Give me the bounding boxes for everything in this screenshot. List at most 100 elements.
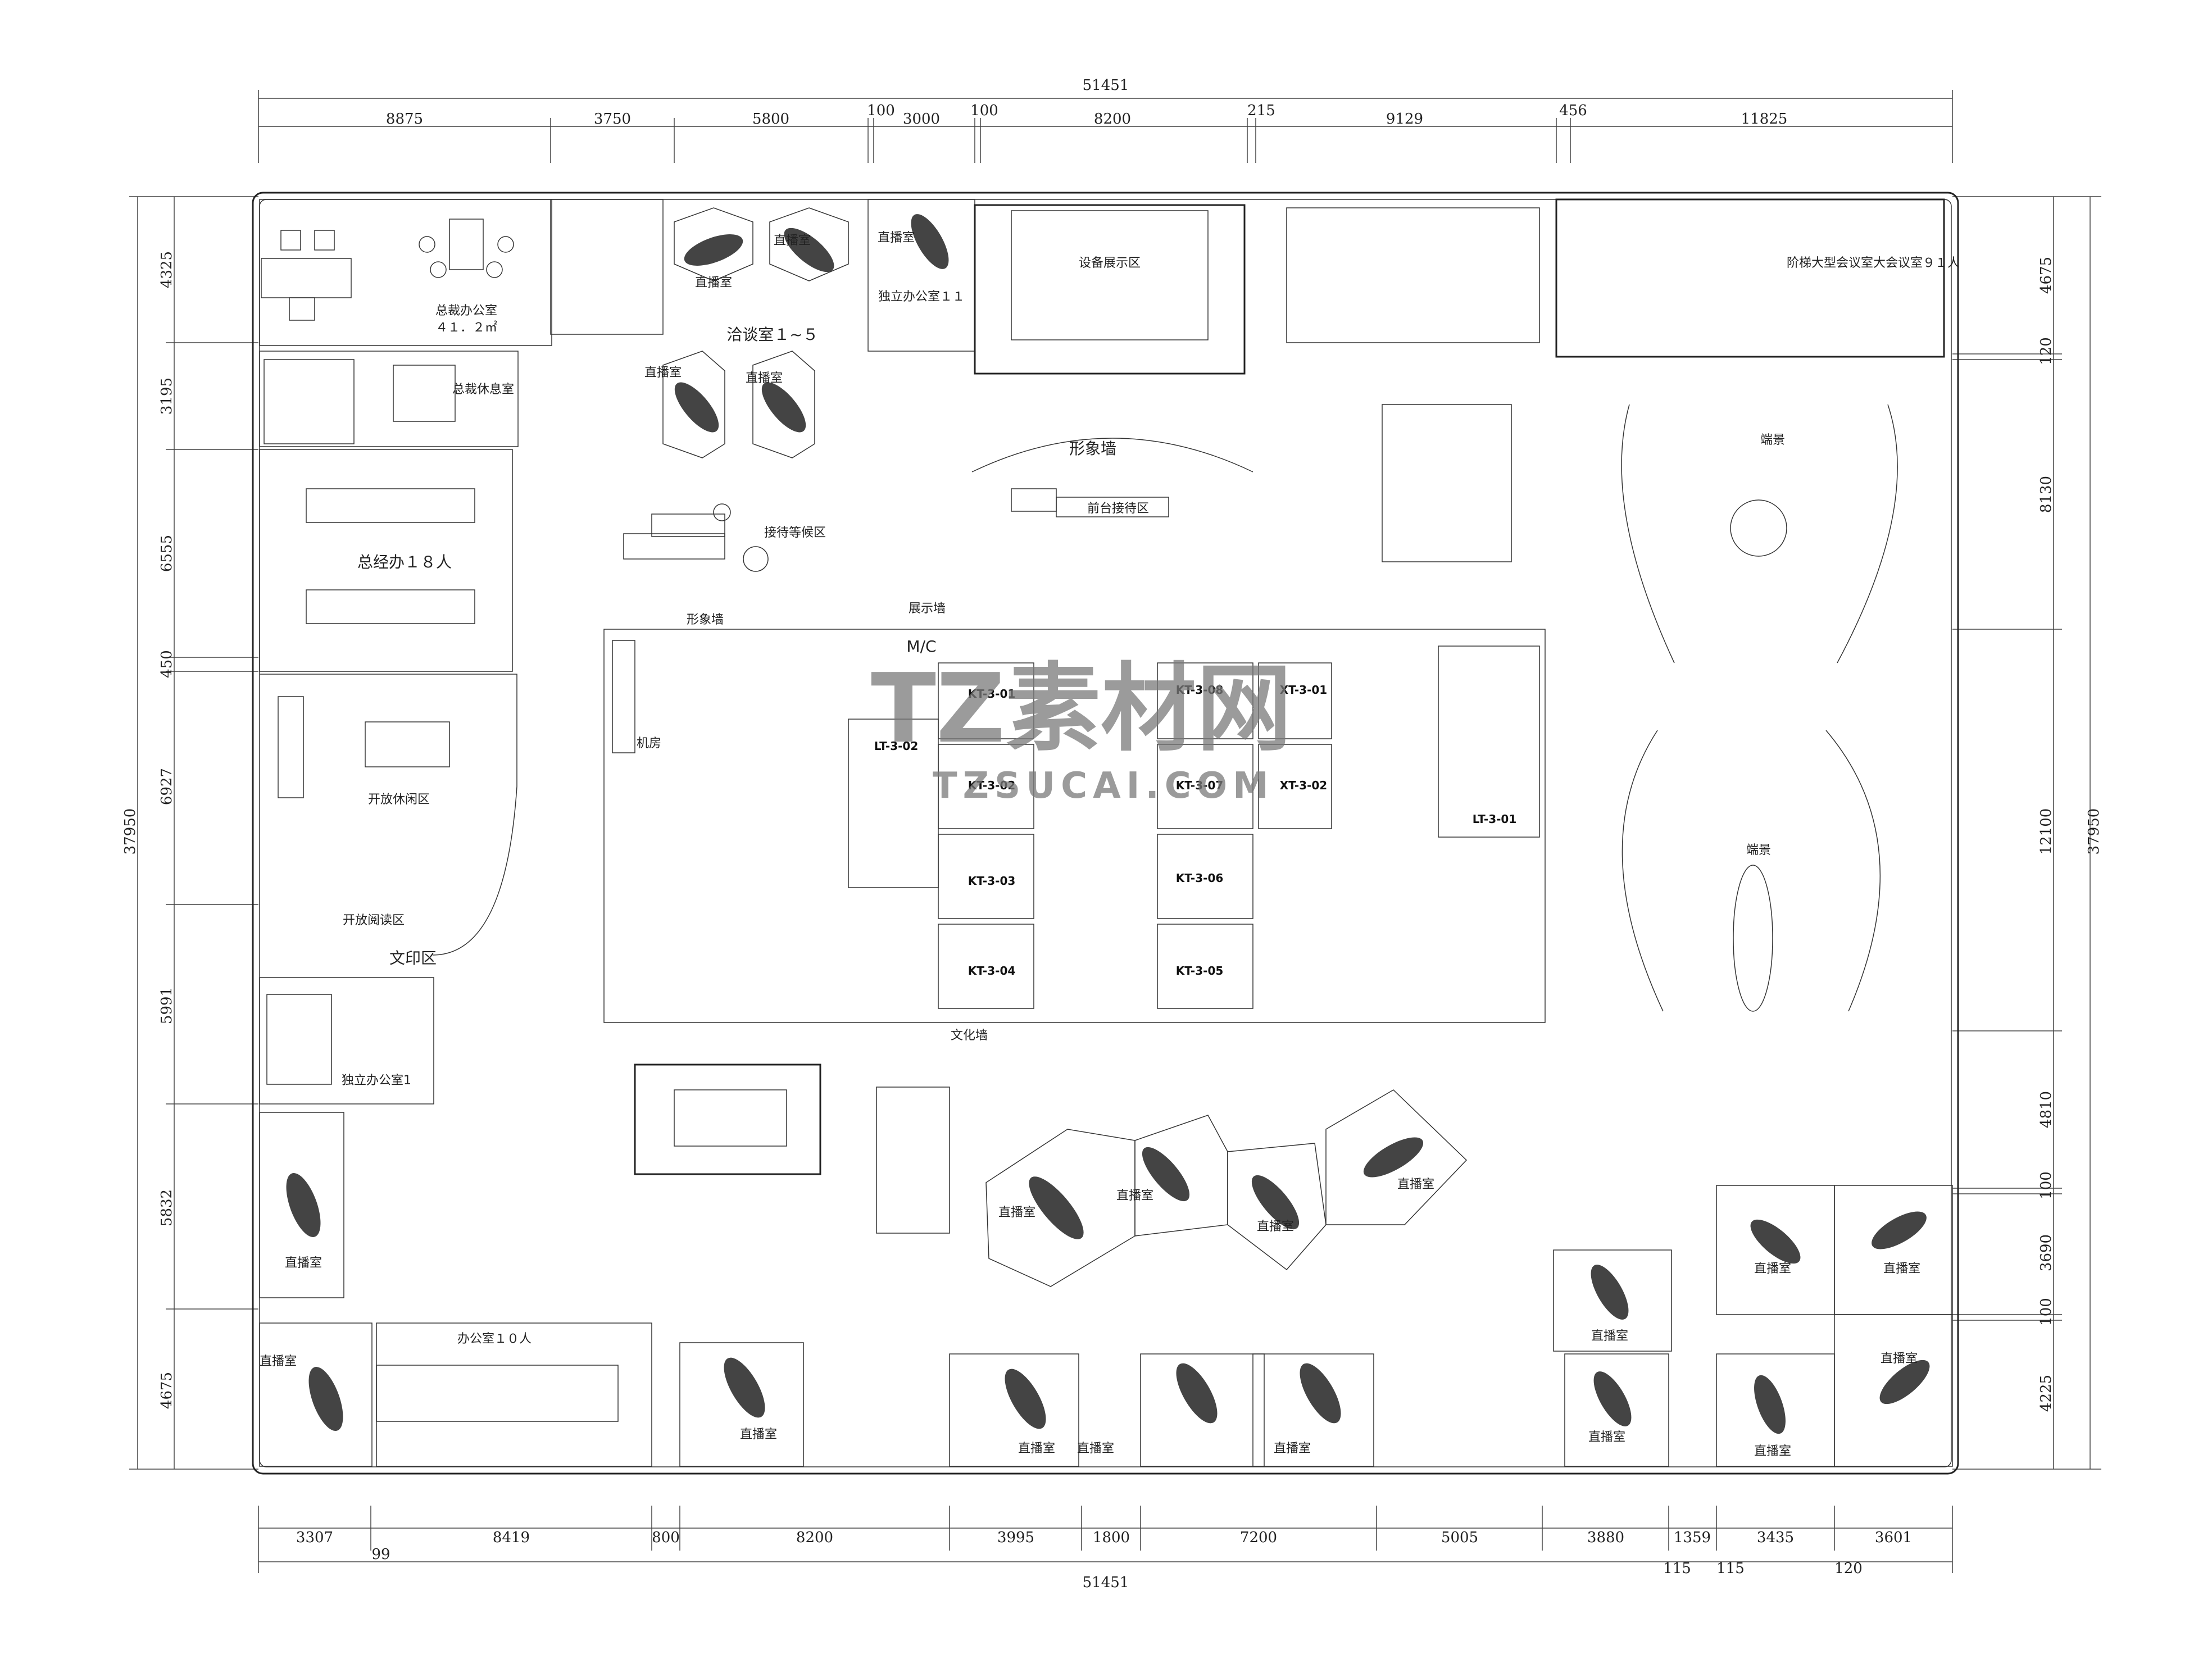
live-room-label-p3: 直播室 — [1257, 1220, 1294, 1234]
dim-right-2: 120 — [2038, 337, 2055, 365]
live-room-label-p1: 直播室 — [998, 1206, 1035, 1220]
open-lounge: 开放休闲区 开放阅读区 文印区 — [260, 674, 517, 967]
auditorium: 阶梯大型会议室大会议室９１人 — [1555, 198, 1960, 358]
ceo-office-label: 总裁办公室 — [435, 304, 497, 318]
stair-lt-02: LT-3-02 — [874, 739, 919, 753]
dim-bottom-8: 5005 — [1441, 1529, 1478, 1546]
dim-bottom-small-2: 115 — [1663, 1560, 1691, 1577]
dim-top-2: 3750 — [594, 111, 631, 128]
ceo-office: 总裁办公室 ４１．２㎡ — [259, 199, 552, 346]
live-room-label-b1: 直播室 — [285, 1256, 322, 1270]
dim-left-3: 6555 — [158, 535, 175, 572]
dim-left-6: 5991 — [158, 987, 175, 1024]
dim-right-7: 3690 — [2038, 1234, 2055, 1271]
live-room-label-b4: 直播室 — [1018, 1442, 1055, 1456]
dim-bottom-7: 7200 — [1240, 1529, 1277, 1546]
dim-bottom-9: 3880 — [1587, 1529, 1624, 1546]
live-room-label-11: 直播室 — [878, 231, 915, 245]
live-room-label-b5: 直播室 — [1077, 1442, 1114, 1456]
watermark-sub: TZSUCAI.COM — [933, 765, 1274, 807]
dim-bottom-small-3: 115 — [1716, 1560, 1745, 1577]
inner-wall — [259, 199, 1952, 1467]
image-wall-label: 形象墙 — [1069, 439, 1116, 458]
meeting-room-center — [634, 1063, 821, 1175]
right-open-office: 端景 端景 — [1621, 404, 1898, 1012]
watermark: TZ素材网 TZSUCAI.COM — [871, 653, 1292, 807]
bottom-live-rooms: 直播室 直播室 办公室１０人 直播室 直播室 直播室 直播室 直播室 直播室 直… — [259, 1112, 1953, 1467]
waiting-label: 接待等候区 — [764, 526, 826, 540]
display-wall-label: 展示墙 — [909, 602, 946, 616]
landscape-label-2: 端景 — [1746, 843, 1771, 857]
dim-bottom-small-4: 120 — [1834, 1560, 1863, 1577]
dim-top-total: 51451 — [1083, 77, 1129, 94]
dimensions-top: 51451 8875 3750 5800 100 3000 100 8200 2… — [258, 77, 1953, 163]
dim-bottom-1: 3307 — [296, 1529, 333, 1546]
dim-top-6: 100 — [970, 102, 998, 119]
dim-bottom-5: 3995 — [997, 1529, 1034, 1546]
auditorium-label: 阶梯大型会议室大会议室９１人 — [1787, 256, 1960, 270]
gm-office-label: 总经办１８人 — [357, 553, 452, 571]
elevator-xt-01: XT-3-01 — [1280, 683, 1327, 697]
building-core: 机房 形象墙 展示墙 文化墙 M/C KT-3-01 KT-3-02 KT-3-… — [603, 602, 1546, 1043]
dimensions-bottom: 3307 8419 800 8200 3995 1800 7200 5005 3… — [258, 1506, 1953, 1591]
print-area-label: 文印区 — [389, 949, 437, 967]
equipment-display-label: 设备展示区 — [1079, 256, 1141, 270]
mc-label: M/C — [906, 637, 936, 656]
desk-grids — [876, 207, 1540, 1234]
live-room-label-3: 直播室 — [644, 366, 682, 380]
dim-right-4: 12100 — [2038, 808, 2055, 855]
dim-top-11: 11825 — [1741, 111, 1788, 128]
waiting-area: 接待等候区 — [623, 503, 826, 572]
live-room-label-b3: 直播室 — [740, 1428, 777, 1442]
dim-top-7: 8200 — [1094, 111, 1131, 128]
dim-right-9: 4225 — [2038, 1375, 2055, 1412]
live-room-label-b10: 直播室 — [1883, 1262, 1920, 1276]
live-room-label-b11: 直播室 — [1754, 1444, 1791, 1458]
dim-right-1: 4675 — [2038, 257, 2055, 294]
elevator-xt-02: XT-3-02 — [1280, 779, 1327, 792]
dim-bottom-4: 8200 — [796, 1529, 833, 1546]
outer-wall — [252, 192, 1959, 1475]
elevator-kt-08: KT-3-08 — [1176, 683, 1224, 697]
live-room-label-b8: 直播室 — [1588, 1430, 1625, 1444]
dim-left-8: 4675 — [158, 1372, 175, 1409]
dim-bottom-10: 1359 — [1674, 1529, 1711, 1546]
elevator-kt-03: KT-3-03 — [968, 874, 1016, 888]
live-room-label-2: 直播室 — [774, 234, 811, 248]
dim-top-1: 8875 — [386, 111, 423, 128]
ceo-office-area: ４１．２㎡ — [435, 320, 497, 335]
elevator-kt-06: KT-3-06 — [1176, 871, 1224, 885]
negotiation-rooms: 直播室 直播室 直播室 直播室 洽谈室１~５ — [550, 199, 849, 458]
private-office-11: 直播室 独立办公室１１ — [867, 199, 975, 352]
stair-lt-01: LT-3-01 — [1473, 812, 1517, 826]
elevator-kt-05: KT-3-05 — [1176, 964, 1224, 978]
private-office-1-label: 独立办公室1 — [342, 1074, 411, 1088]
dim-top-8: 215 — [1247, 102, 1275, 119]
open-reading-label: 开放阅读区 — [343, 913, 405, 928]
live-room-label-b7: 直播室 — [1591, 1329, 1628, 1343]
live-room-label-p4: 直播室 — [1397, 1178, 1434, 1192]
dim-left-7: 5832 — [158, 1189, 175, 1226]
equipment-display: 设备展示区 — [974, 204, 1246, 375]
dim-bottom-2: 8419 — [493, 1529, 530, 1546]
live-room-label-b2: 直播室 — [260, 1355, 297, 1369]
dim-bottom-small-1: 99 — [371, 1546, 390, 1563]
dim-left-2: 3195 — [158, 378, 175, 415]
dim-bottom-11: 3435 — [1757, 1529, 1794, 1546]
dim-left-1: 4325 — [158, 251, 175, 288]
live-room-label-1: 直播室 — [695, 276, 732, 290]
dim-bottom-6: 1800 — [1093, 1529, 1130, 1546]
dim-bottom-total: 51451 — [1083, 1574, 1129, 1591]
live-room-label-p2: 直播室 — [1116, 1189, 1153, 1203]
dimensions-left: 4325 3195 6555 450 6927 5991 5832 4675 3… — [122, 196, 258, 1470]
dim-top-9: 9129 — [1386, 111, 1423, 128]
dim-top-4: 100 — [867, 102, 895, 119]
open-lounge-label: 开放休闲区 — [368, 793, 430, 807]
office-10-label: 办公室１０人 — [457, 1332, 532, 1346]
dim-top-5: 3000 — [903, 111, 940, 128]
reception: 形象墙 前台接待区 — [971, 438, 1253, 517]
dimensions-right: 4675 120 8130 12100 4810 100 3690 100 42… — [1952, 196, 2102, 1470]
ceo-rest-label: 总裁休息室 — [452, 383, 514, 397]
culture-wall-label: 文化墙 — [951, 1029, 988, 1043]
